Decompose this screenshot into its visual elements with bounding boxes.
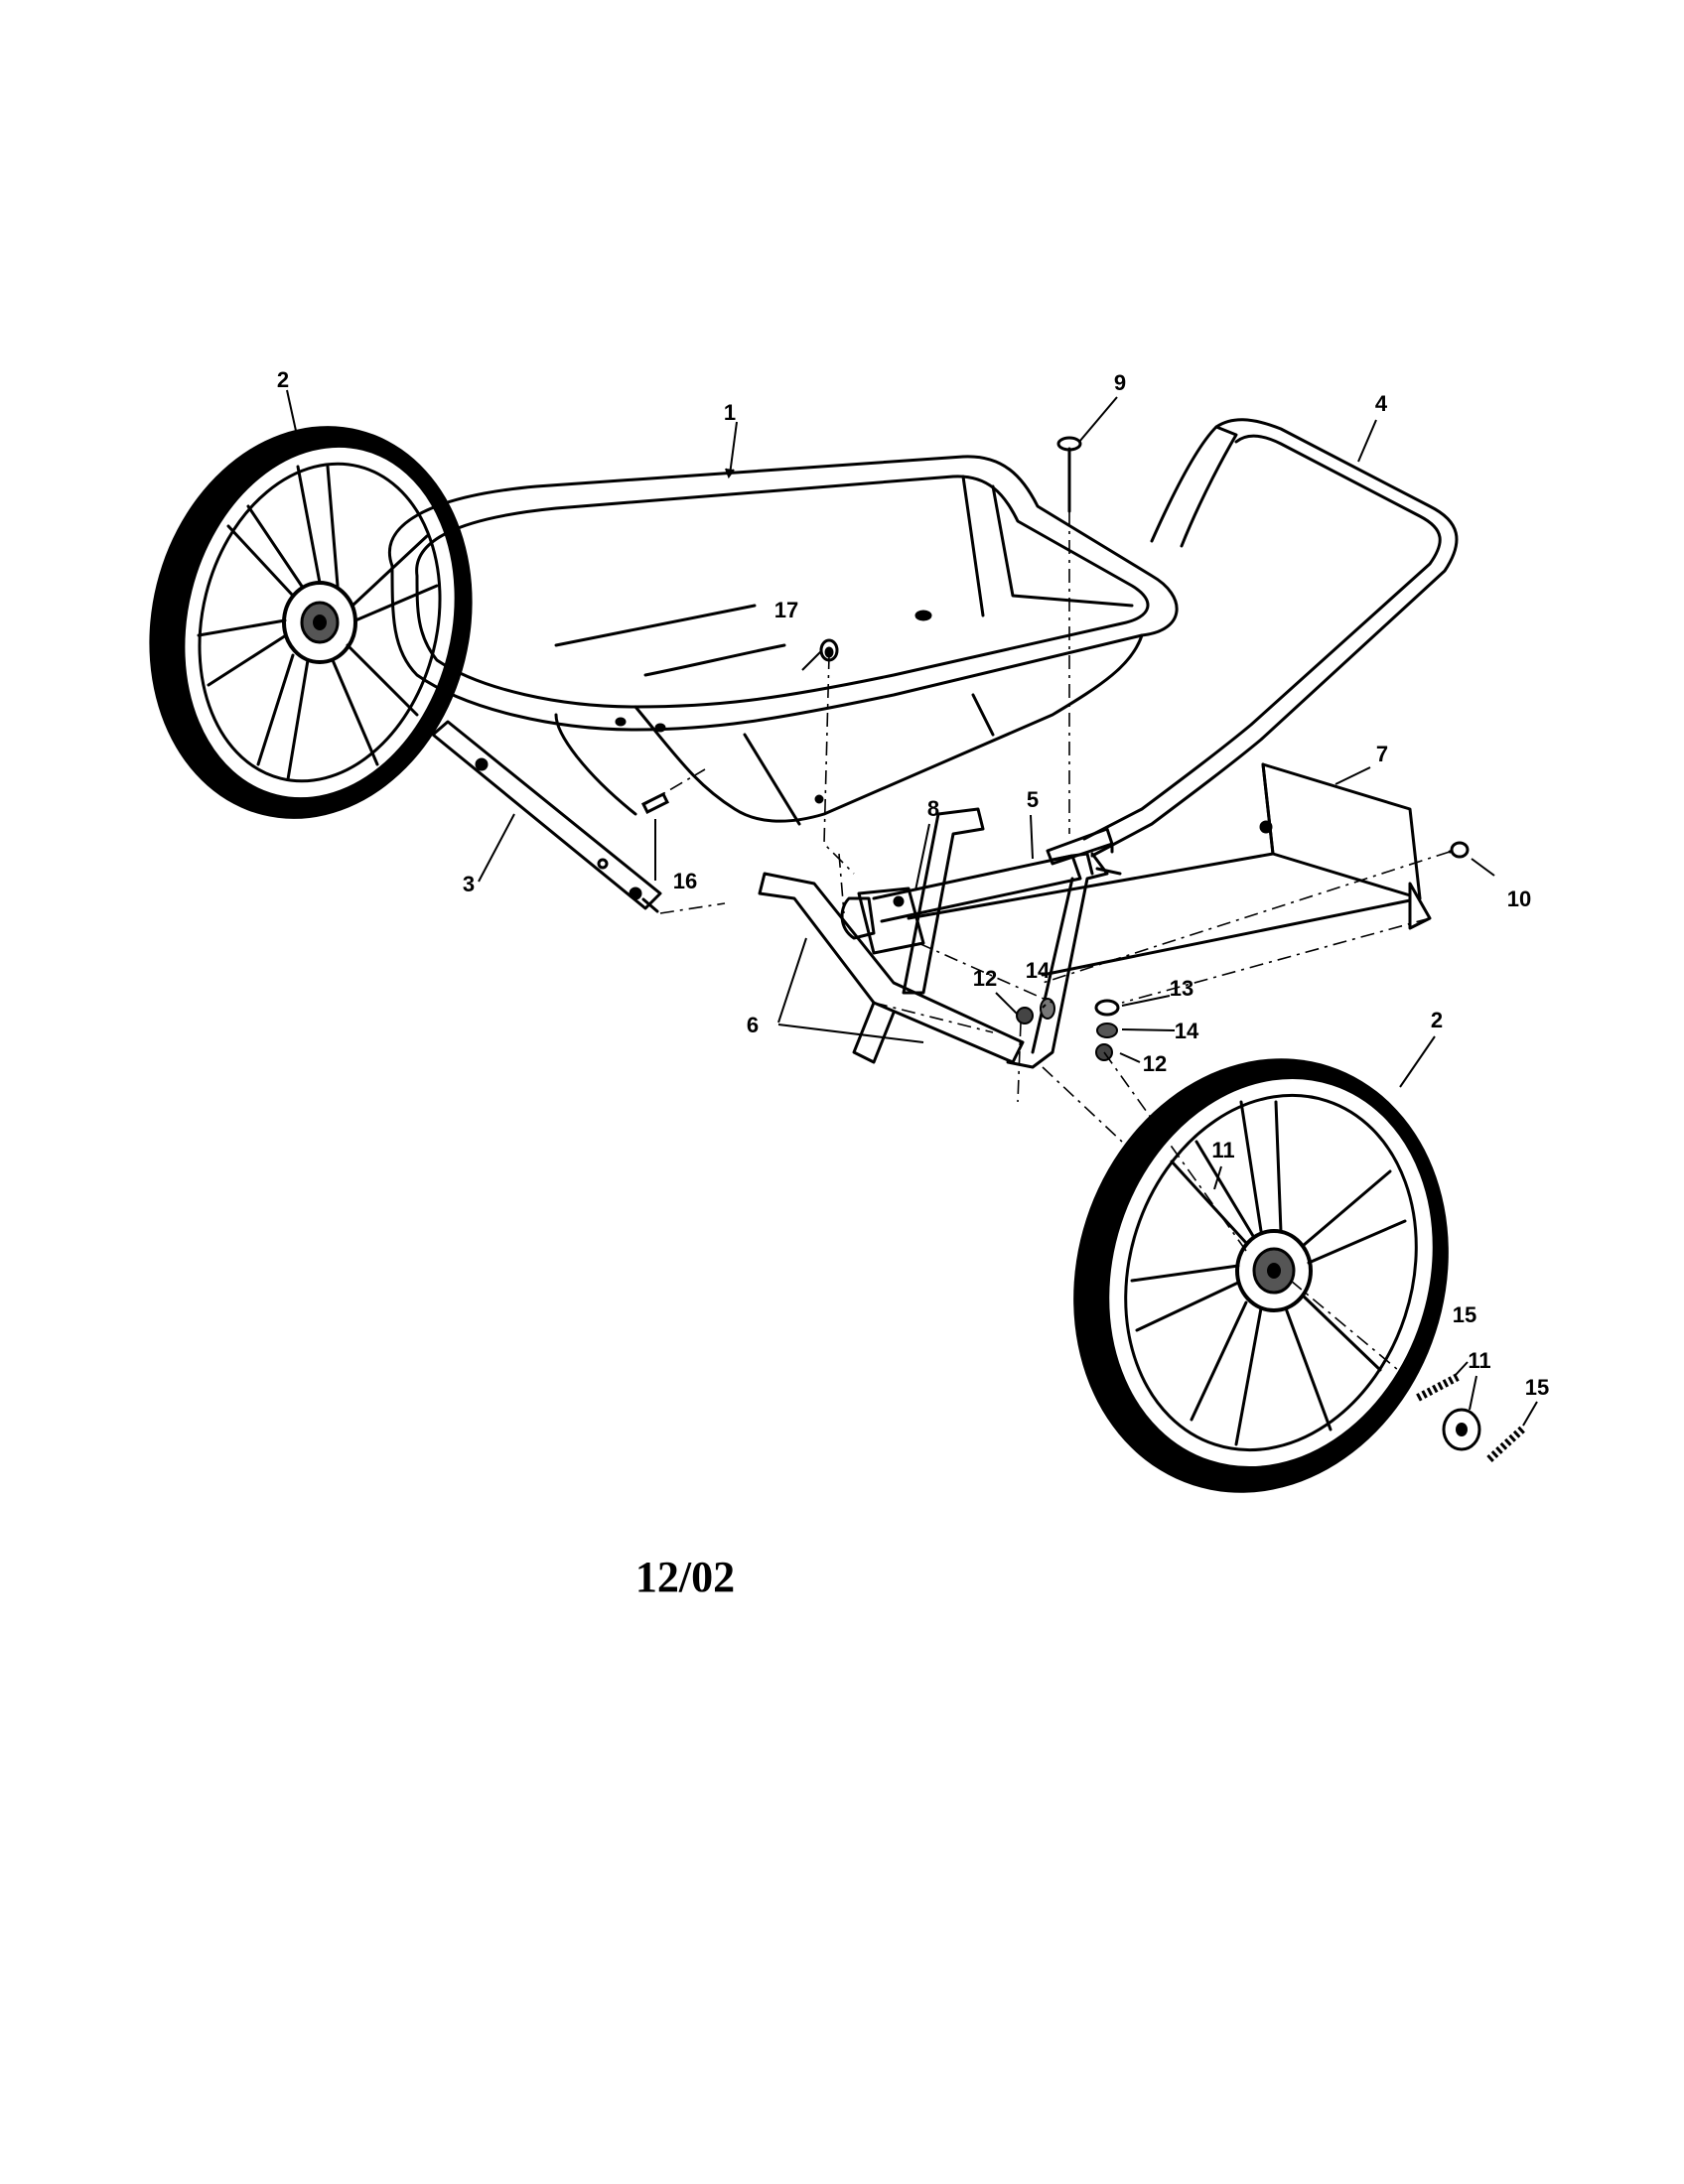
leader-lines	[286, 389, 1538, 1427]
callout-15-left: 15	[1453, 1302, 1476, 1327]
callout-2-left: 2	[277, 367, 289, 392]
callout-7: 7	[1376, 742, 1388, 766]
left-wheel	[149, 426, 473, 819]
side-brace	[431, 720, 662, 913]
callout-14-left: 14	[1026, 958, 1051, 983]
callout-12-left: 12	[973, 966, 997, 991]
callout-14-right: 14	[1175, 1019, 1199, 1043]
axle-tube	[840, 852, 1094, 955]
callout-4: 4	[1375, 391, 1388, 416]
assembly-lines	[644, 511, 1451, 1381]
callout-1: 1	[724, 400, 736, 425]
tray	[387, 455, 1179, 826]
cross-brace	[907, 762, 1432, 977]
callout-6: 6	[747, 1013, 759, 1037]
callout-3: 3	[463, 872, 475, 896]
date-code: 12/02	[635, 1553, 735, 1601]
leg-stands	[758, 807, 1122, 1069]
callout-11-upper: 11	[1211, 1138, 1234, 1162]
callout-12-right: 12	[1143, 1051, 1167, 1076]
right-wheel	[1073, 1058, 1449, 1493]
callout-11-lower: 11	[1468, 1348, 1490, 1373]
callout-17: 17	[774, 598, 798, 622]
callout-16: 16	[673, 869, 697, 893]
callout-8: 8	[927, 796, 939, 821]
callout-9: 9	[1114, 370, 1126, 395]
callout-13: 13	[1170, 976, 1193, 1001]
callouts: 1 2 2 3 4 5 6 7 8 9 10 11 11 12 12 13 14…	[277, 367, 1549, 1400]
callout-10: 10	[1507, 887, 1531, 911]
callout-5: 5	[1027, 787, 1039, 812]
handle-frame	[1046, 418, 1459, 866]
callout-2-right: 2	[1431, 1008, 1443, 1032]
callout-15-right: 15	[1525, 1375, 1549, 1400]
